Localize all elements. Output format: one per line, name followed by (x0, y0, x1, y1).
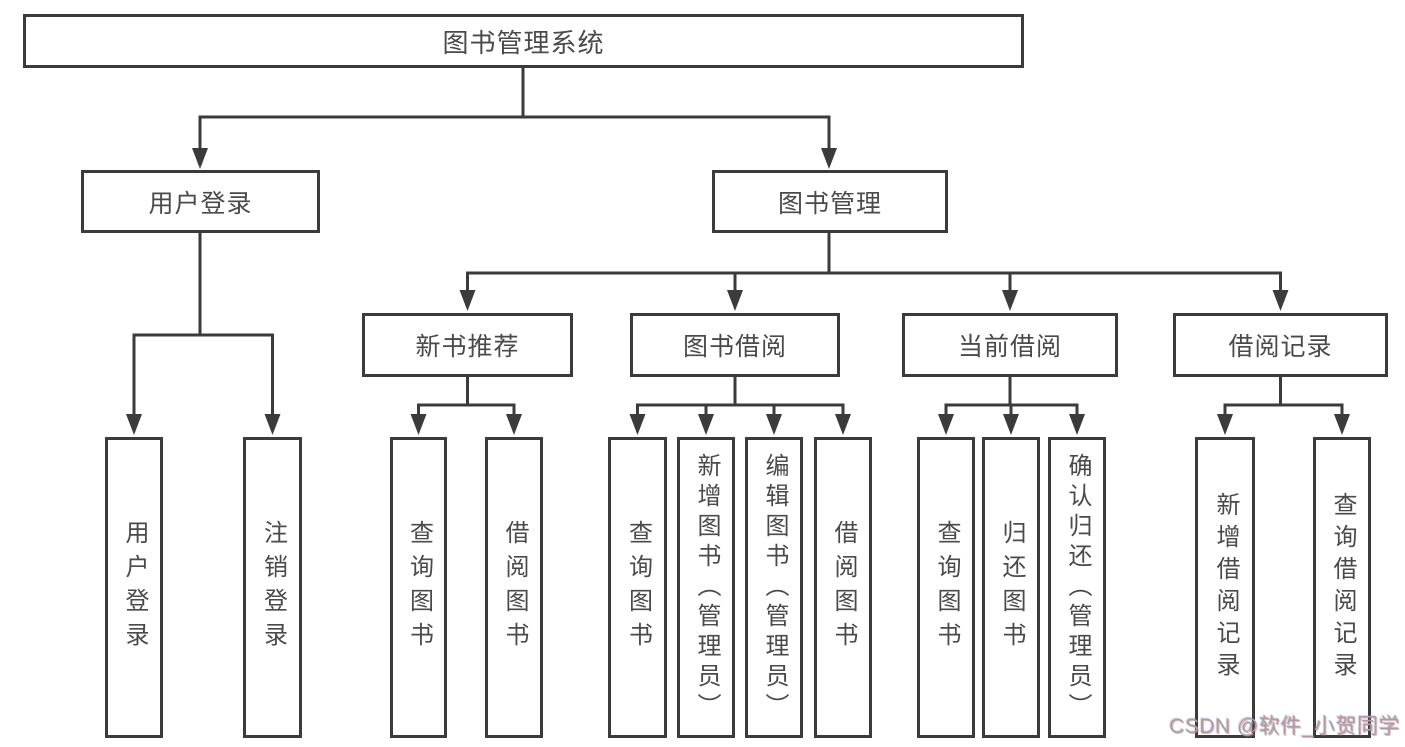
leaf-borrow-books-1: 借阅图书 (485, 437, 543, 738)
leaf-search-borrow-record: 查询借阅记录 (1313, 437, 1371, 738)
leaf-add-book-admin-label: 新增图书（管理员） (693, 452, 720, 723)
leaf-search-books-1-label: 查询图书 (405, 519, 433, 656)
node-library-system: 图书管理系统 (23, 14, 1024, 68)
leaf-edit-book-admin: 编辑图书（管理员） (745, 437, 803, 738)
leaf-borrow-books-2: 借阅图书 (814, 437, 872, 738)
leaf-search-books-3-label: 查询图书 (933, 519, 960, 656)
leaf-borrow-books-1-label: 借阅图书 (501, 519, 528, 656)
leaf-return-books: 归还图书 (982, 437, 1040, 738)
leaf-user-login: 用户登录 (105, 437, 163, 738)
leaf-user-login-label: 用户登录 (121, 519, 148, 656)
node-new-book-recommendation: 新书推荐 (362, 313, 573, 377)
leaf-add-borrow-record-label: 新增借阅记录 (1212, 491, 1239, 684)
node-book-borrowing: 图书借阅 (630, 313, 840, 377)
leaf-confirm-return-admin: 确认归还（管理员） (1048, 437, 1106, 738)
leaf-search-books-1: 查询图书 (390, 437, 447, 738)
leaf-logout: 注销登录 (243, 437, 302, 738)
node-current-borrowing: 当前借阅 (902, 313, 1118, 377)
leaf-search-books-2: 查询图书 (608, 437, 667, 738)
leaf-search-books-2-label: 查询图书 (624, 519, 652, 656)
node-user-login: 用户登录 (81, 170, 320, 233)
node-book-management: 图书管理 (712, 170, 948, 233)
leaf-return-books-label: 归还图书 (998, 519, 1025, 656)
leaf-add-book-admin: 新增图书（管理员） (677, 437, 735, 738)
leaf-confirm-return-admin-label: 确认归还（管理员） (1064, 452, 1091, 723)
arrowheads (126, 148, 1350, 435)
leaf-edit-book-admin-label: 编辑图书（管理员） (761, 452, 788, 723)
leaf-logout-label: 注销登录 (259, 519, 287, 656)
leaf-add-borrow-record: 新增借阅记录 (1195, 437, 1255, 738)
leaf-search-borrow-record-label: 查询借阅记录 (1329, 491, 1356, 684)
watermark: CSDN @软件_小贺同学 (1169, 715, 1400, 738)
node-borrowing-records: 借阅记录 (1173, 313, 1388, 377)
leaf-search-books-3: 查询图书 (917, 437, 975, 738)
edges (132, 68, 1344, 414)
leaf-borrow-books-2-label: 借阅图书 (830, 519, 857, 656)
